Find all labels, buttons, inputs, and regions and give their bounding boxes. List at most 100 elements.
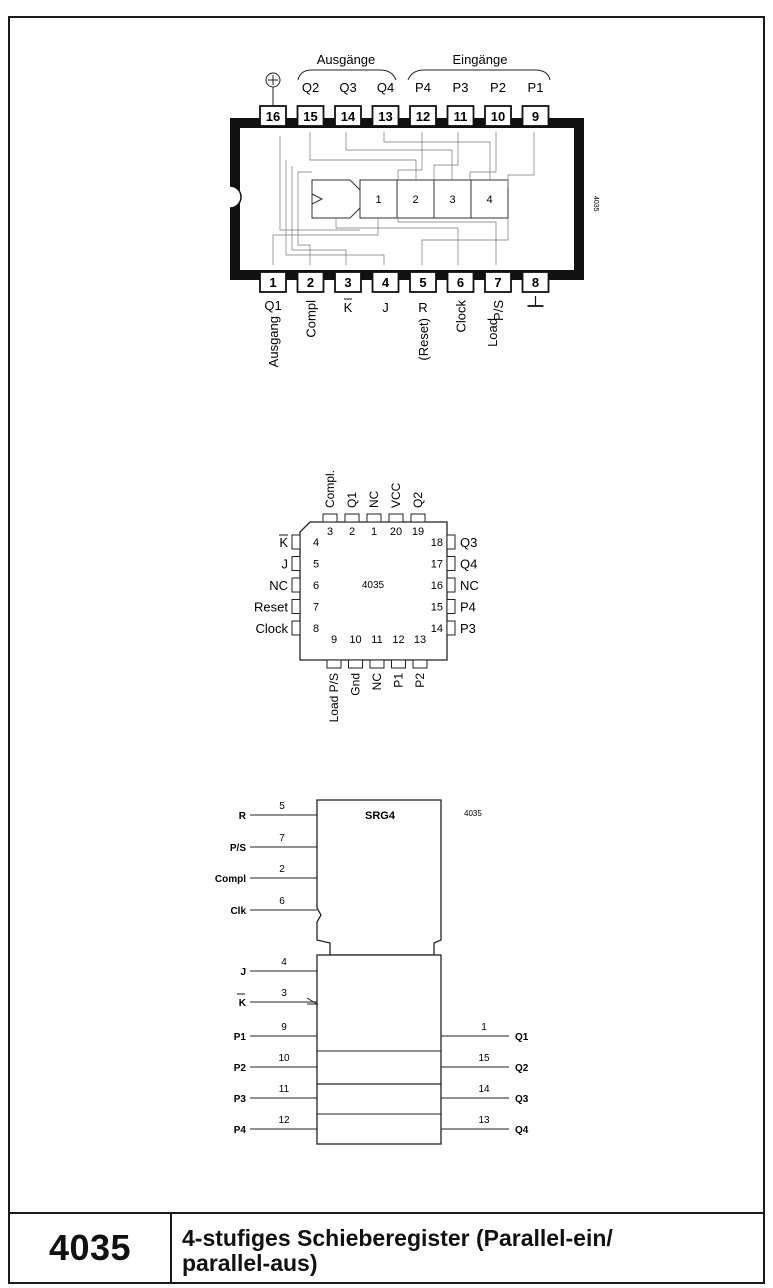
dip-pin-label: Q4 (377, 80, 394, 95)
input-pin-number: 12 (278, 1115, 290, 1126)
output-pin-number: 14 (478, 1084, 490, 1095)
input-name: P4 (234, 1125, 247, 1136)
plcc-pin-number: 9 (331, 634, 337, 646)
plcc-pin-20 (388, 513, 404, 523)
dip-cell-3 (433, 179, 472, 219)
plcc-pin-8 (291, 620, 301, 636)
dip-internal-wiring (272, 132, 535, 265)
dip-cell-label: 3 (449, 194, 455, 206)
input-name: K (239, 998, 247, 1009)
dip-pin-12 (409, 105, 437, 127)
plcc-pin-3 (322, 513, 338, 523)
plcc-pin-number: 20 (390, 526, 402, 538)
plcc-pin-4 (291, 534, 301, 550)
dip-pin-10 (484, 105, 512, 127)
plcc-pin-number: 15 (431, 602, 443, 614)
dip-cell-label: 4 (486, 194, 492, 206)
plcc-pin-number: 18 (431, 537, 443, 549)
dip-cell-4 (470, 179, 509, 219)
dip-pin-label: R (418, 300, 427, 315)
dip-pin-label: Q3 (339, 80, 356, 95)
dip-pin-number: 7 (494, 275, 501, 290)
plcc-pin-number: 4 (313, 537, 319, 549)
input-name: Clk (230, 906, 246, 917)
input-name: R (239, 811, 247, 822)
dip-pin-14 (334, 105, 362, 127)
input-pin-number: 5 (279, 801, 285, 812)
dip-pin-number: 8 (532, 275, 539, 290)
plcc-pin-label: J (282, 557, 289, 572)
dip-cell-1 (359, 179, 398, 219)
dip-pin-label: Clock (454, 300, 469, 333)
clock-triangle-icon (311, 193, 324, 205)
plcc-center-label: 4035 (362, 580, 385, 591)
plcc-pin-11 (369, 659, 385, 669)
dip-side-code: 4035 (592, 196, 599, 212)
dip-pin-6 (446, 271, 475, 293)
dip-pin-label: P/S (491, 300, 506, 321)
plcc-pin-15 (446, 599, 456, 614)
dip-pin-label: P4 (415, 80, 431, 95)
output-pin-number: 13 (478, 1115, 490, 1126)
dip-pin-label: P2 (490, 80, 506, 95)
dip-notch (229, 185, 242, 209)
dip-pin-8 (521, 271, 550, 293)
dip-pin-5 (409, 271, 437, 293)
input-pin-number: 4 (281, 957, 287, 968)
plcc-pin-7 (291, 599, 301, 614)
plcc-pin-number: 5 (313, 559, 319, 571)
plcc-pin-6 (291, 577, 301, 593)
input-pin-number: 11 (279, 1084, 290, 1095)
dip-pin-label: Q1 (264, 298, 281, 313)
plcc-pin-number: 17 (431, 559, 443, 571)
page-title: 4-stufiges Schieberegister (Parallel-ein… (172, 1214, 763, 1282)
register-block (316, 954, 442, 1145)
plcc-pin-label: K (279, 535, 288, 550)
output-name: Q2 (515, 1063, 529, 1074)
plcc-pin-number: 16 (431, 580, 443, 592)
dip-pin-15 (296, 105, 325, 127)
dip-pin-sublabel: Load (485, 318, 500, 347)
plcc-pin-16 (446, 577, 456, 593)
dip-pin-11 (446, 105, 475, 127)
dip-pin-label: K (344, 300, 353, 315)
dip-pin-9 (521, 105, 550, 127)
plcc-pin-label: NC (370, 673, 384, 691)
plcc-pin-label: Compl. (323, 470, 337, 508)
outputs-brace (297, 69, 397, 81)
output-name: Q3 (515, 1094, 529, 1105)
inverted-input-triangle-icon (306, 997, 319, 1005)
footer-bar: 4035 4-stufiges Schieberegister (Paralle… (8, 1212, 765, 1284)
dip-pin-number: 13 (378, 109, 392, 124)
plcc-pin-label: NC (460, 578, 479, 593)
logic-code: 4035 (464, 809, 482, 818)
plcc-pin-label: Reset (254, 600, 288, 615)
dip-pin-number: 11 (454, 109, 468, 124)
inputs-group-label: Eingänge (453, 52, 508, 67)
plcc-pin-label: P2 (413, 673, 427, 688)
dip-pin-2 (296, 271, 325, 293)
input-name: Compl (215, 874, 246, 885)
dip-pin-sublabel: Ausgang (266, 316, 281, 367)
output-name: Q1 (515, 1032, 529, 1043)
plcc-pin-label: P3 (460, 621, 476, 636)
dip-pin-13 (371, 105, 400, 127)
inputs-brace (407, 69, 551, 81)
plcc-pin-14 (446, 620, 456, 636)
input-pin-number: 9 (281, 1022, 287, 1033)
dip-pin-1 (259, 271, 287, 293)
plcc-pin-18 (446, 534, 456, 550)
dip-pin-number: 9 (532, 109, 539, 124)
dip-cell-label: 2 (412, 194, 418, 206)
input-pin-number: 6 (279, 896, 285, 907)
plcc-pin-number: 19 (412, 526, 424, 538)
dip-pin-label: J (382, 300, 389, 315)
plcc-pin-number: 12 (392, 634, 404, 646)
dip-pin-number: 15 (303, 109, 317, 124)
plcc-pin-12 (391, 659, 406, 669)
plcc-pin-1 (366, 513, 382, 523)
input-name: P3 (234, 1094, 247, 1105)
plcc-pin-label: Q1 (345, 492, 359, 508)
dip-pin-16 (259, 105, 287, 127)
